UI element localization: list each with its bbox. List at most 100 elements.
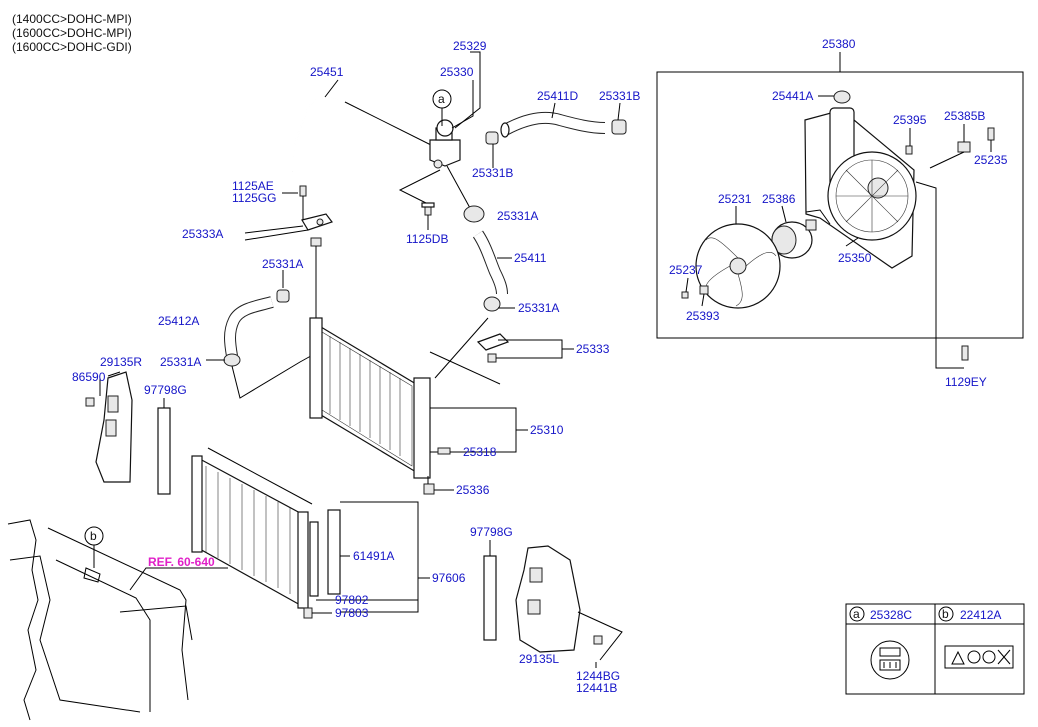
bolt-25333-lower [487, 353, 497, 363]
label-25231: 25231 [718, 192, 752, 206]
label-25331b-mid: 25331B [472, 166, 513, 180]
label-25350: 25350 [838, 251, 872, 265]
bracket-25333 [476, 333, 510, 351]
bolt-25395 [905, 145, 913, 155]
engine-variant-header: (1400CC>DOHC-MPI) (1600CC>DOHC-MPI) (160… [12, 12, 132, 54]
label-25318: 25318 [463, 445, 497, 459]
label-1125gg: 1125GG [232, 191, 276, 205]
label-25330: 25330 [440, 65, 474, 79]
seal-strip-97798g-left [157, 407, 171, 495]
label-12441b: 12441B [576, 681, 617, 695]
nut-25237 [681, 291, 689, 299]
seal-strip-97798g-right [483, 555, 497, 641]
label-29135l: 29135L [519, 652, 559, 666]
bracket-25333a [301, 213, 333, 231]
label-1244bg: 1244BG [576, 669, 620, 683]
legend-box: a 25328C b 22412A [845, 603, 1025, 695]
drain-plug-25318 [437, 447, 451, 455]
clamp-25331a-upper [463, 205, 485, 223]
clamp-upper-mid [485, 131, 499, 145]
bolt-1125ae [299, 185, 307, 197]
front-end-module-outline [7, 519, 193, 721]
clamp-25331a-left-bottom [223, 353, 241, 367]
legend-a-part: 25328C [870, 608, 912, 622]
label-25333: 25333 [576, 342, 610, 356]
label-97798g-right: 97798G [470, 525, 513, 539]
clamp-upper-right [611, 119, 627, 135]
callout-b: b [84, 526, 104, 546]
fan-shroud-25350 [804, 107, 917, 269]
engine-variant-line-1: (1400CC>DOHC-MPI) [12, 12, 132, 26]
label-25331a-upper: 25331A [497, 209, 538, 223]
label-29135r: 29135R [100, 355, 142, 369]
bolt-86590 [85, 397, 95, 407]
label-1125db: 1125DB [406, 232, 448, 246]
legend-b-part: 22412A [960, 608, 1001, 622]
label-25411d: 25411D [537, 89, 578, 103]
lower-hose [472, 230, 508, 295]
reservoir-hose [290, 95, 346, 173]
label-86590: 86590 [72, 370, 106, 384]
label-61491a: 61491A [353, 549, 394, 563]
callout-b-letter: b [90, 529, 97, 543]
air-guard-29135l [515, 545, 581, 653]
label-25393: 25393 [686, 309, 720, 323]
radiator-core [309, 317, 431, 479]
legend-b: b 22412A [938, 606, 1014, 669]
label-97802: 97802 [335, 593, 369, 607]
label-25411: 25411 [514, 251, 547, 265]
label-25441a: 25441A [772, 89, 813, 103]
label-97803: 97803 [335, 606, 369, 620]
label-97798g-left: 97798G [144, 383, 187, 397]
bolt-97803 [303, 607, 313, 619]
upper-hose [500, 111, 606, 138]
bolt-1244bg [593, 635, 603, 645]
label-25333a: 25333A [182, 227, 223, 241]
label-25336: 25336 [456, 483, 490, 497]
label-25237: 25237 [669, 263, 703, 277]
label-25451: 25451 [310, 65, 344, 79]
label-25380: 25380 [822, 37, 856, 51]
legend-a: a 25328C [849, 606, 912, 680]
label-97606: 97606 [432, 571, 466, 585]
air-guard-29135r [95, 371, 133, 483]
legend-b-letter: b [942, 607, 949, 621]
bolt-25235 [987, 127, 995, 141]
washer-25393 [699, 285, 709, 295]
label-25331a-right: 25331A [518, 301, 559, 315]
callout-a-letter: a [438, 92, 445, 106]
label-25331b-right: 25331B [599, 89, 640, 103]
radiator-outlet-hose [224, 296, 274, 357]
label-25331a-left-bottom: 25331A [160, 355, 201, 369]
label-25329: 25329 [453, 39, 487, 53]
legend-a-letter: a [853, 607, 860, 621]
label-25385b: 25385B [944, 109, 985, 123]
filler-neck [429, 119, 461, 169]
bolt-1129ey [961, 345, 969, 361]
ref-label: REF. 60-640 [148, 555, 215, 569]
label-25395: 25395 [893, 113, 927, 127]
part-labels: 25329 25330 25451 25411D 25331B 25331B 1… [72, 37, 1008, 695]
engine-variant-line-3: (1600CC>DOHC-GDI) [12, 40, 132, 54]
radiator-cap-icon [870, 640, 910, 680]
label-25310: 25310 [530, 423, 564, 437]
engine-variant-line-2: (1600CC>DOHC-MPI) [12, 26, 132, 40]
fan-motor-25386 [771, 219, 817, 259]
clamp-25331a-left-top [276, 289, 290, 303]
rubber-mount-top [310, 237, 322, 247]
callout-a: a [432, 89, 452, 109]
reservoir-cap-25441a [833, 90, 851, 104]
rubber-mount-bottom [423, 483, 435, 495]
fan-blade-25231 [695, 223, 781, 309]
label-1125ae: 1125AE [232, 179, 274, 193]
label-25386: 25386 [762, 192, 796, 206]
bolt-1125db [421, 202, 435, 216]
label-25412a: 25412A [158, 314, 199, 328]
condenser [191, 447, 313, 609]
switch-25385b [957, 141, 971, 153]
label-25235: 25235 [974, 153, 1008, 167]
label-1129ey: 1129EY [945, 375, 987, 389]
clamp-25331a-lower-hose [483, 296, 501, 312]
warning-label-icon [944, 645, 1014, 669]
